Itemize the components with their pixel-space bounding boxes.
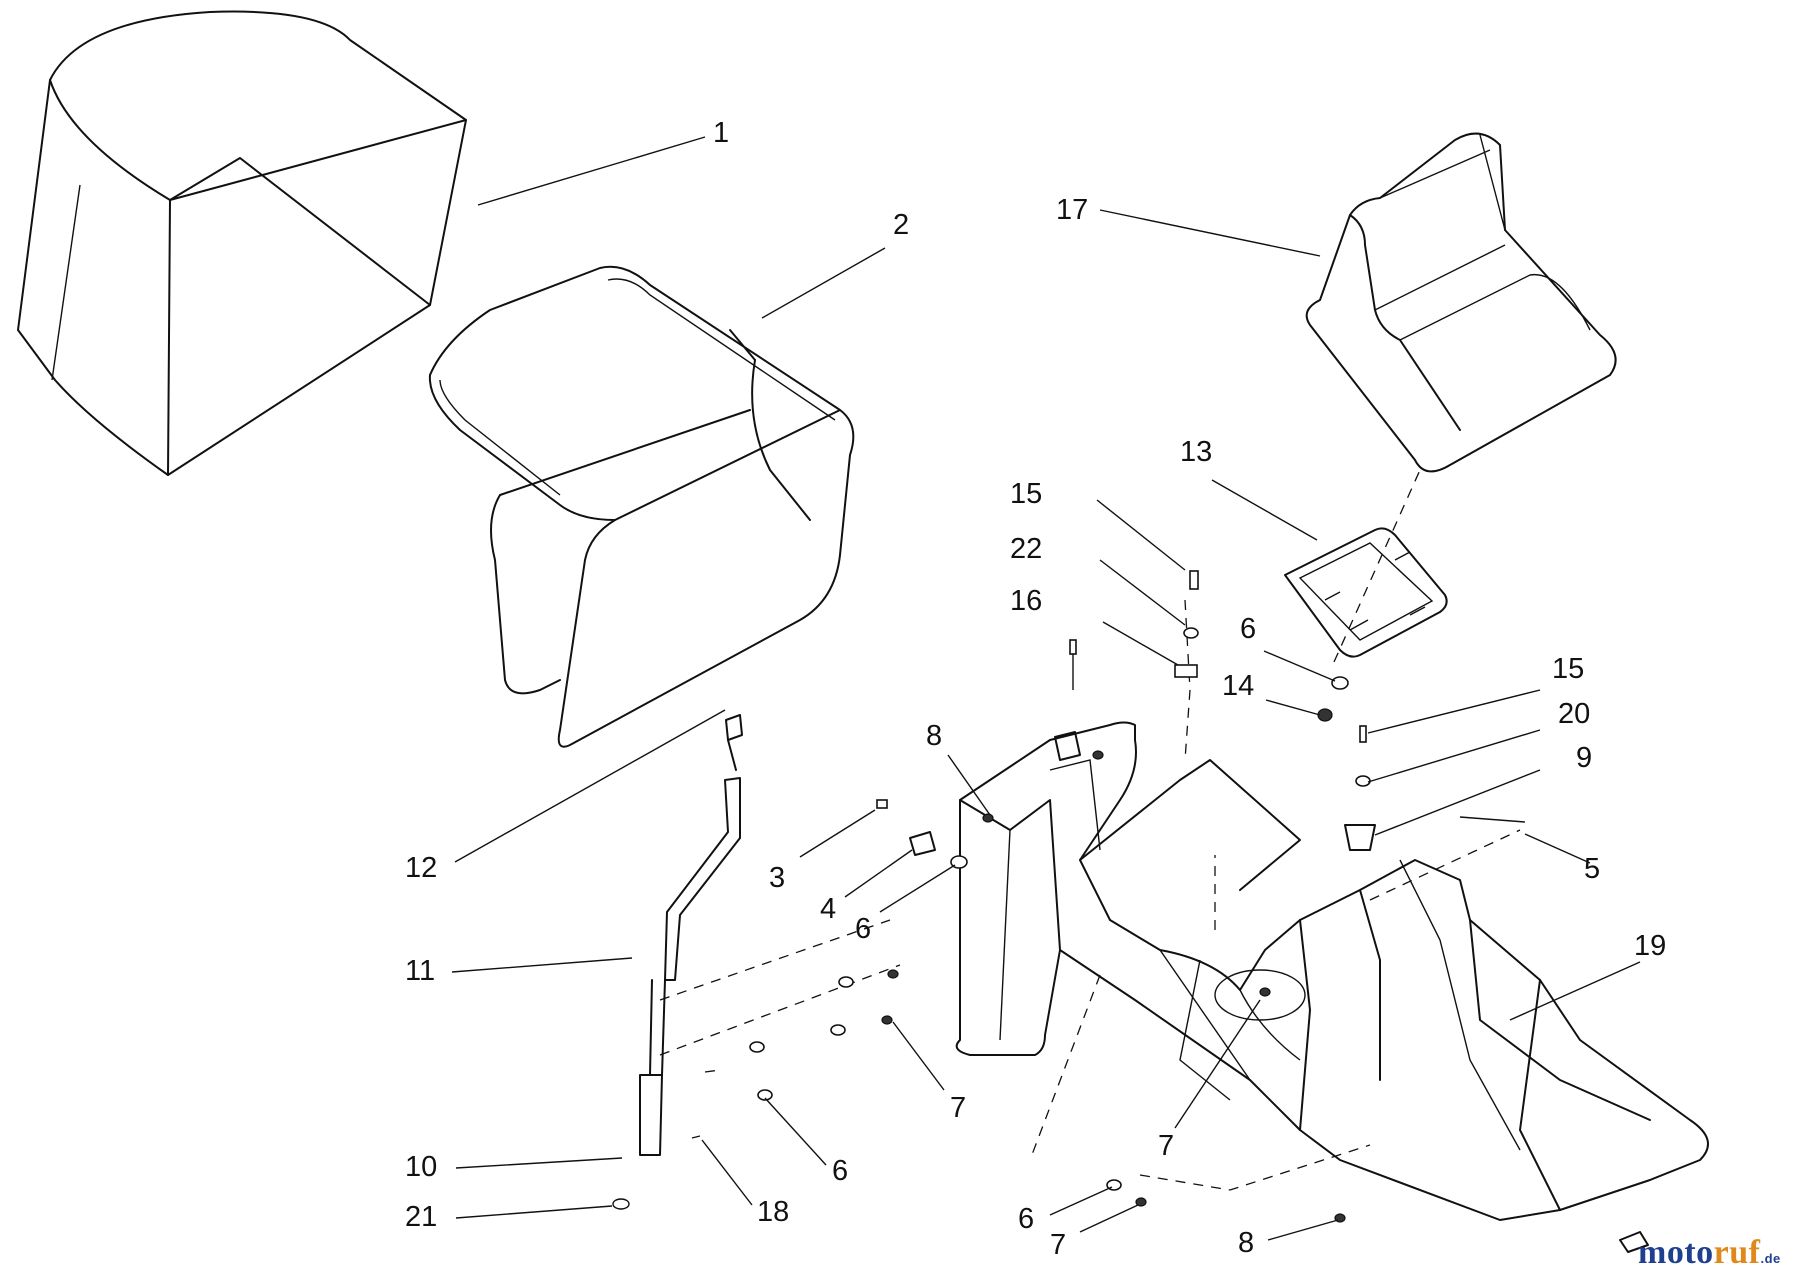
callout-13: 13 [1180, 436, 1212, 468]
callout-7: 7 [950, 1092, 966, 1124]
grass-bag-cover [17, 10, 467, 476]
hardware [691, 570, 1649, 1253]
callout-11: 11 [405, 955, 435, 987]
callout-numbers: 1 2 17 13 15 22 16 6 14 15 20 9 5 19 8 1… [405, 117, 1666, 1261]
callout-6: 6 [855, 913, 871, 945]
callout-12: 12 [405, 852, 437, 884]
callout-1: 1 [713, 117, 729, 149]
seat [1305, 132, 1617, 473]
callout-7: 7 [1050, 1229, 1066, 1261]
callout-10: 10 [405, 1151, 437, 1183]
callout-20: 20 [1558, 698, 1590, 730]
callout-5: 5 [1584, 853, 1600, 885]
callout-19: 19 [1634, 930, 1666, 962]
bag-handle [612, 714, 743, 1210]
callout-2: 2 [893, 209, 909, 241]
callout-9: 9 [1576, 742, 1592, 774]
callout-4: 4 [820, 893, 836, 925]
callout-17: 17 [1056, 194, 1088, 226]
watermark-logo: motoruf.de [1638, 1234, 1781, 1271]
callout-15: 15 [1010, 478, 1042, 510]
callout-14: 14 [1222, 670, 1254, 702]
callout-16: 16 [1010, 585, 1042, 617]
callout-22: 22 [1010, 533, 1042, 565]
callout-21: 21 [405, 1201, 437, 1233]
alignment-lines [659, 469, 1521, 1191]
callout-3: 3 [769, 862, 785, 894]
seat-plate [1284, 527, 1448, 658]
callout-6: 6 [1240, 613, 1256, 645]
bag-frame [428, 265, 855, 748]
callout-18: 18 [757, 1196, 789, 1228]
callout-6: 6 [1018, 1203, 1034, 1235]
callout-8: 8 [1238, 1227, 1254, 1259]
callout-15: 15 [1552, 653, 1584, 685]
callout-6: 6 [832, 1155, 848, 1187]
chassis-frame [955, 721, 1709, 1221]
callout-7: 7 [1158, 1130, 1174, 1162]
leader-lines [451, 136, 1641, 1241]
callout-8: 8 [926, 720, 942, 752]
